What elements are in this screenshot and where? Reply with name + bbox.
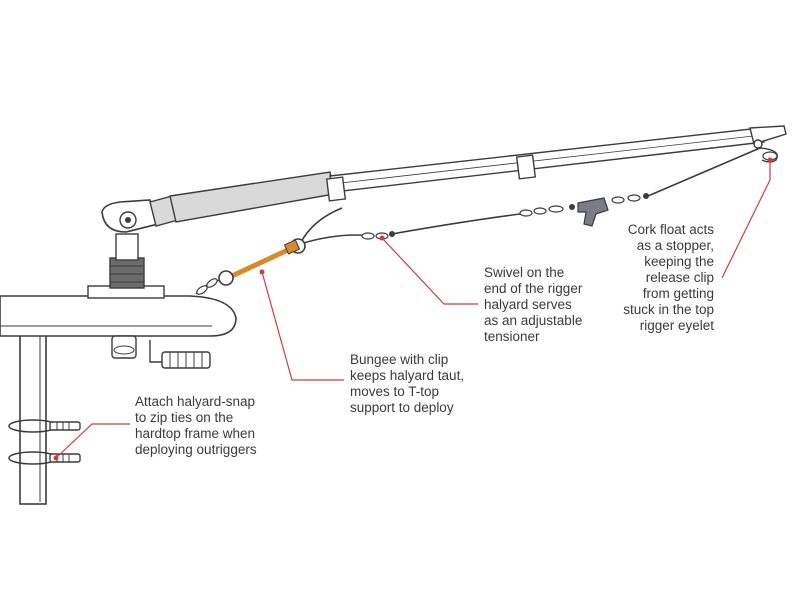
leader-halyard-snap <box>55 423 130 459</box>
hardtop-support-post <box>19 331 47 505</box>
swivel-callout: Swivel on the end of the rigger halyard … <box>484 265 583 344</box>
bungee-callout: Bungee with clip keeps halyard taut, mov… <box>350 352 465 415</box>
leader-lines <box>53 157 773 461</box>
hardtop-icon <box>0 295 237 369</box>
halyard-snap-callout: Attach halyard-snap to zip ties on the h… <box>135 394 257 457</box>
bungee-cord-icon <box>195 239 301 295</box>
release-clip-icon <box>519 193 649 227</box>
zip-tie-icon <box>8 419 81 433</box>
rod-holder-icon <box>87 199 165 299</box>
swivel-icon <box>361 231 395 240</box>
leader-bungee <box>261 271 344 381</box>
cork-float-callout: Cork float acts as a stopper, keeping th… <box>623 222 714 333</box>
outrigger-pole-icon <box>149 125 787 227</box>
leader-cork-float <box>721 160 771 279</box>
leader-swivel <box>381 237 478 305</box>
cork-float-icon <box>753 139 778 163</box>
